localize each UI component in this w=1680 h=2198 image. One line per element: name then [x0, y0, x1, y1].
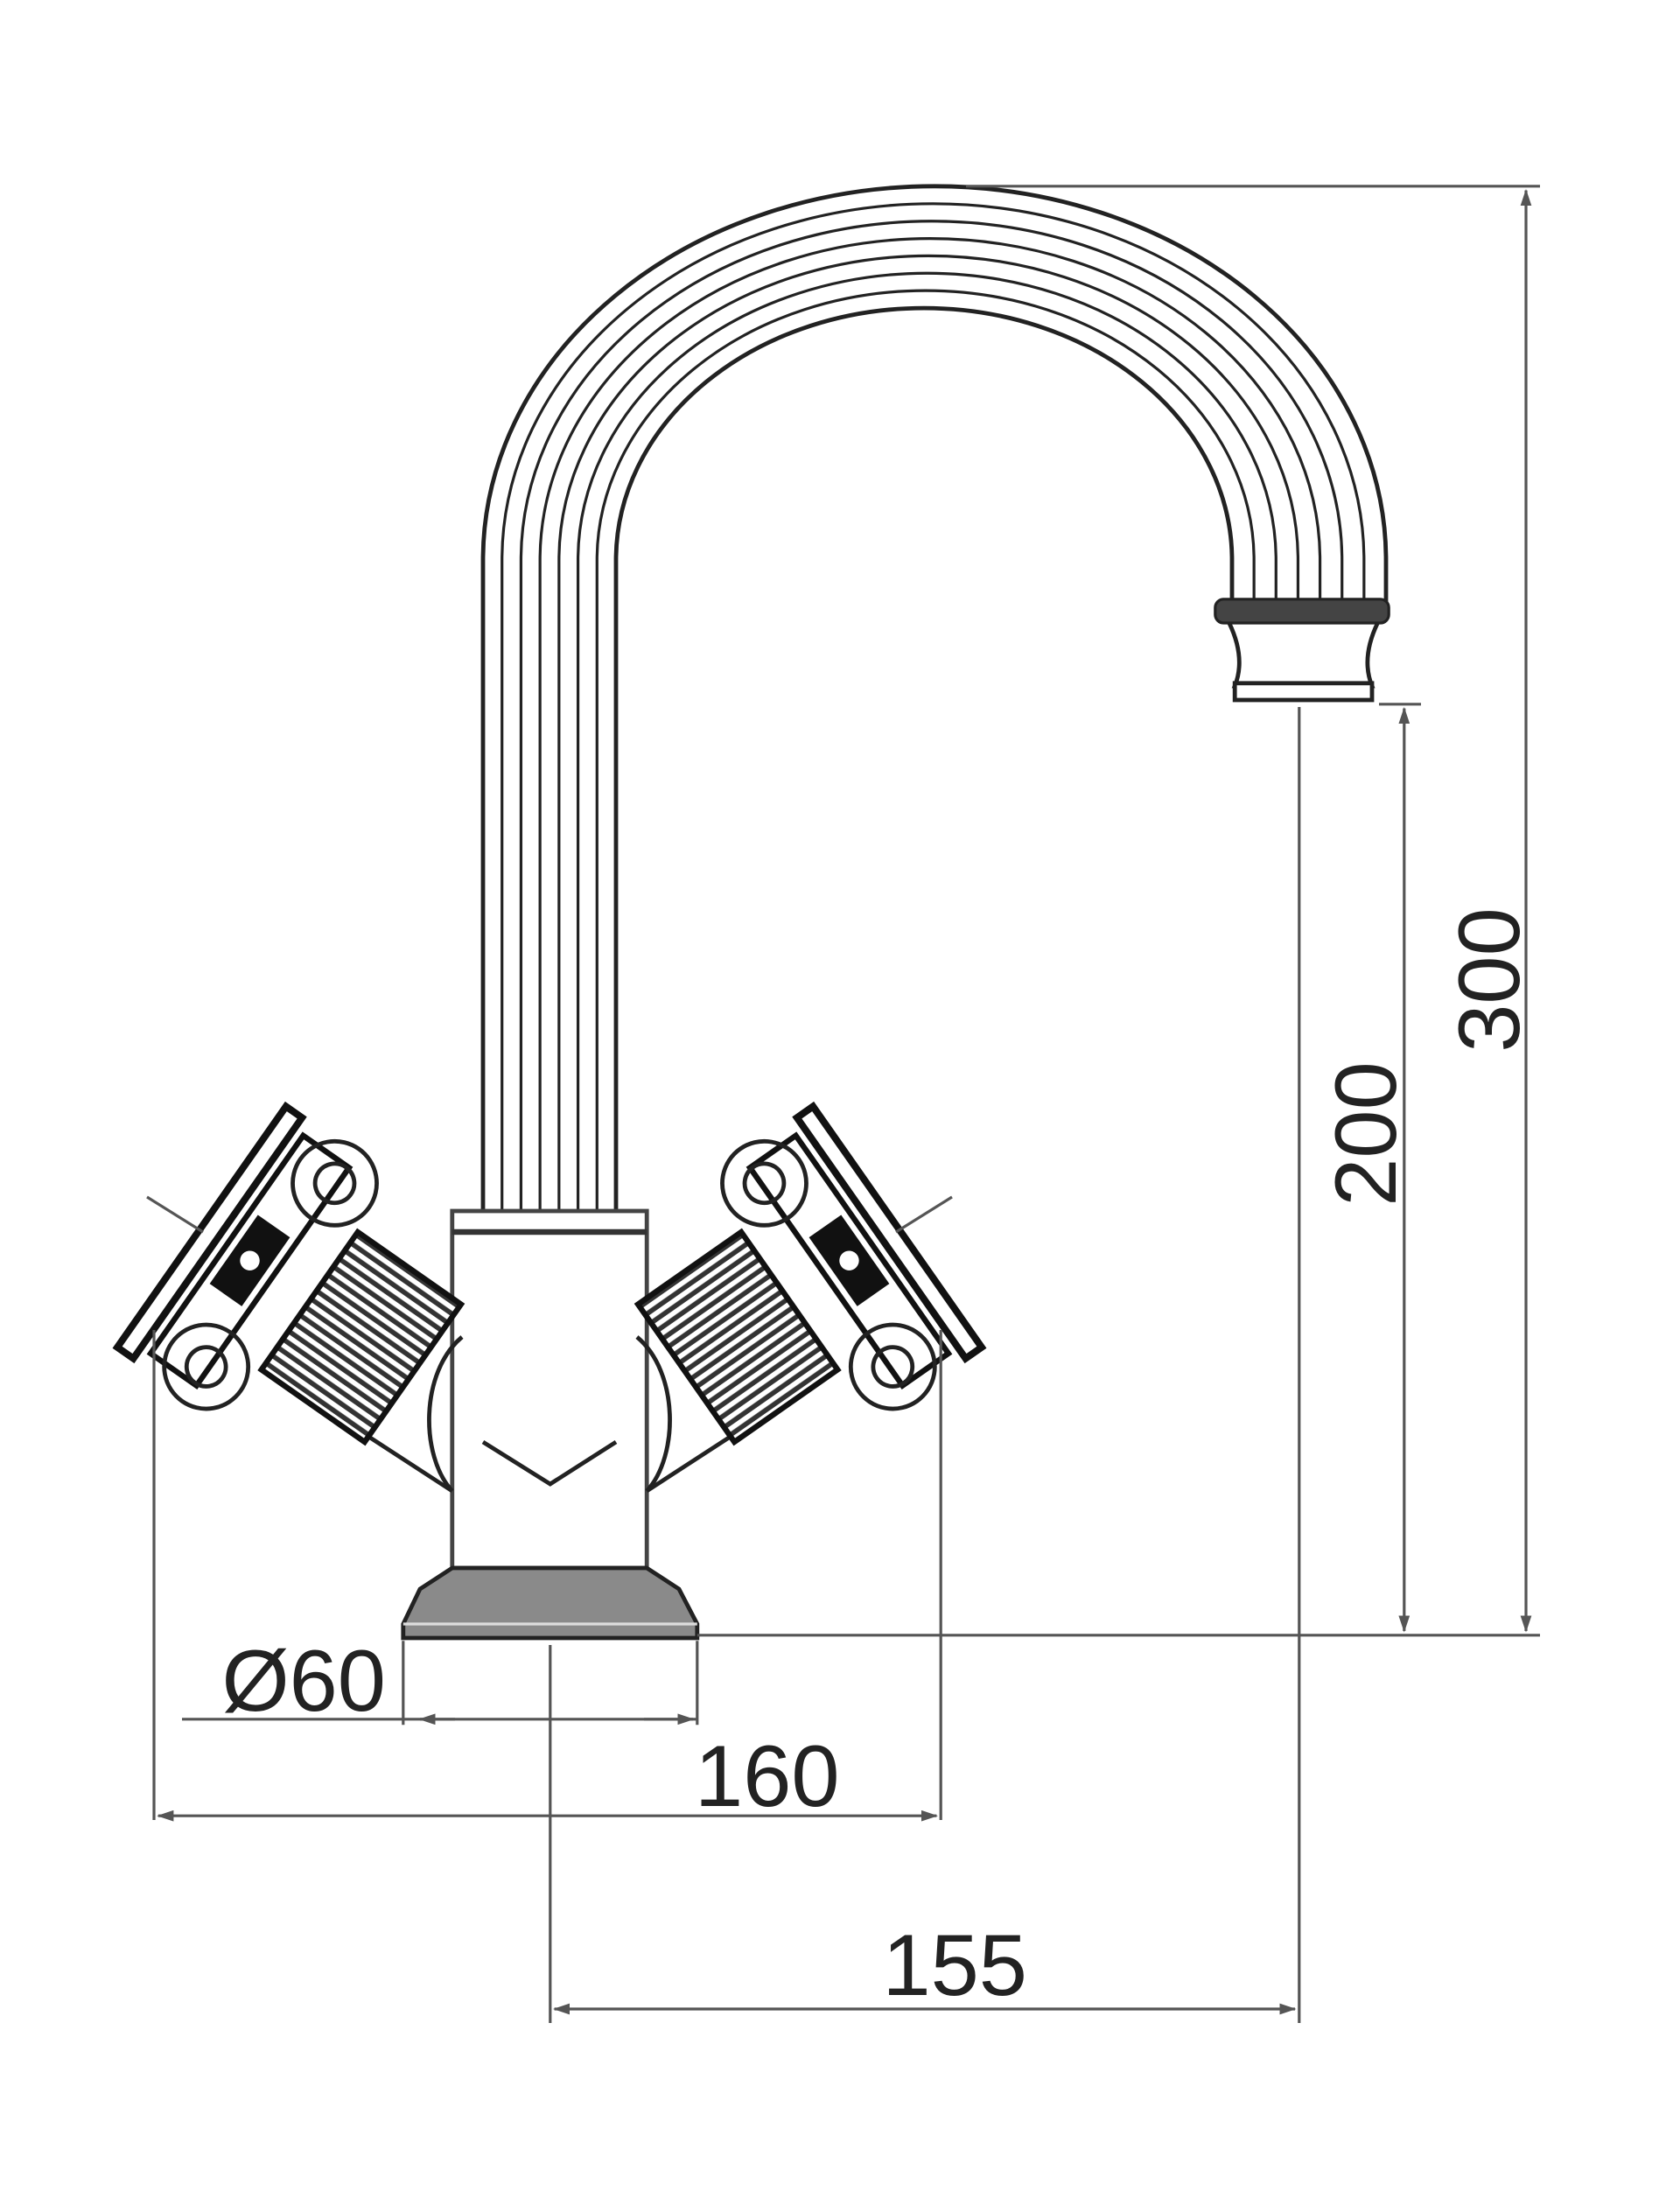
- dim-300-label: 300: [1441, 907, 1538, 1053]
- tap-body: [401, 1208, 700, 1641]
- dim-diameter-label: Ø60: [221, 1633, 385, 1730]
- dim-160-label: 160: [695, 1728, 840, 1825]
- right-handle: [637, 1101, 985, 1491]
- spout-groove-line: [613, 305, 1235, 1211]
- spout-groove-line: [538, 236, 1322, 1211]
- dim-155-label: 155: [882, 1917, 1027, 2014]
- spout-groove-line: [480, 184, 1389, 1211]
- spout-groove-line: [576, 271, 1278, 1211]
- spout-groove-line: [595, 290, 1256, 1211]
- dimension-lines: [152, 185, 1540, 2023]
- spout: [480, 184, 1389, 1211]
- left-handle: [112, 1101, 466, 1494]
- spout-groove-line: [500, 202, 1366, 1211]
- scroll-capital-icon: [112, 1101, 379, 1411]
- aerator: [1214, 598, 1390, 703]
- spout-groove-line: [557, 255, 1300, 1211]
- base-flange: [401, 1565, 700, 1641]
- spout-groove-line: [519, 219, 1344, 1211]
- dim-200-label: 200: [1318, 1061, 1415, 1207]
